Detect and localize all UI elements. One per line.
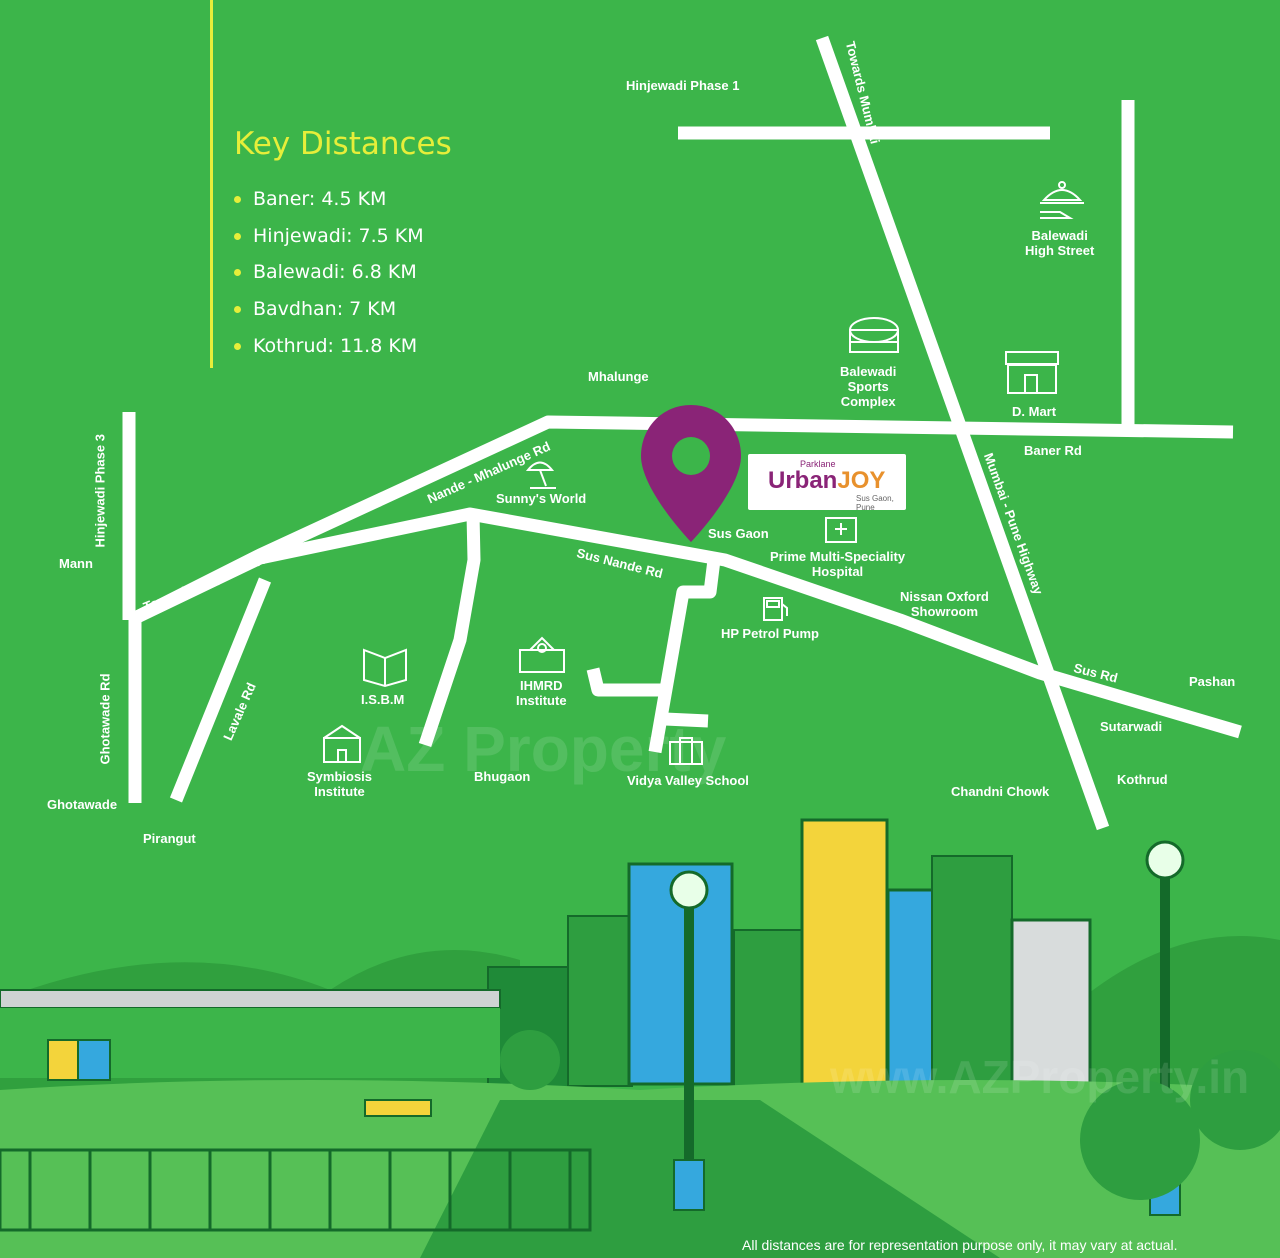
brand-logo: Parklane UrbanJOY Sus Gaon, Pune (748, 454, 906, 512)
list-item: Bavdhan: 7 KM (234, 294, 424, 331)
cloche-icon (1040, 181, 1084, 219)
bullet-icon (234, 196, 241, 203)
label-pirangut: Pirangut (143, 831, 196, 846)
road-vidya (648, 559, 721, 754)
key-distances-divider (210, 0, 213, 368)
lamp-post-1 (669, 870, 709, 1211)
label-pashan: Pashan (1189, 674, 1236, 689)
label-mhalunge: Mhalunge (588, 369, 649, 384)
list-item: Hinjewadi: 7.5 KM (234, 221, 424, 258)
road-branch2 (664, 712, 709, 728)
label-bhugaon: Bhugaon (474, 769, 531, 784)
label-sus-gaon: Sus Gaon (708, 526, 769, 541)
institute-icon (323, 724, 361, 763)
label-dmart: D. Mart (1012, 404, 1057, 419)
label-sutarwadi: Sutarwadi (1100, 719, 1163, 734)
road-branch1 (586, 667, 666, 697)
elevated-track (0, 989, 501, 1009)
school-building-icon (519, 636, 565, 673)
label-hinjewadi-phase1: Hinjewadi Phase 1 (626, 78, 740, 93)
book-icon (363, 648, 407, 688)
label-kothrud: Kothrud (1117, 772, 1168, 787)
road-lavale (169, 577, 272, 803)
tree-1 (1080, 1080, 1200, 1200)
location-pin-icon (641, 405, 741, 542)
fence (0, 1148, 592, 1232)
stadium-icon (849, 317, 899, 353)
building-blue-2 (886, 888, 936, 1092)
school-icon (669, 737, 703, 765)
roads (122, 35, 1242, 831)
bullet-icon (234, 232, 241, 240)
watermark: AZ Property (360, 713, 727, 785)
list-item: Kothrud: 11.8 KM (234, 331, 424, 368)
watermark-url: www.AZProperty.in (830, 1051, 1250, 1103)
fuel-pump-icon (763, 597, 788, 621)
tree-2 (1190, 1050, 1280, 1150)
list-item: Balewadi: 6.8 KM (234, 257, 424, 294)
bullet-icon (234, 269, 241, 277)
label-baner-rd: Baner Rd (1024, 443, 1082, 458)
key-distances-title: Key Distances (234, 126, 452, 162)
store-icon (1005, 351, 1059, 394)
label-sunnys-world: Sunny's World (496, 491, 587, 506)
kiosk-2 (77, 1039, 111, 1081)
label-ghotawade-rd: Ghotawade Rd (97, 673, 113, 765)
label-ghotawade: Ghotawade (47, 797, 118, 812)
disclaimer-note: All distances are for representation pur… (742, 1237, 1178, 1253)
label-chandni-chowk: Chandni Chowk (951, 784, 1050, 799)
label-hp-petrol: HP Petrol Pump (721, 626, 820, 641)
label-mann: Mann (59, 556, 93, 571)
tree-3 (500, 1030, 560, 1090)
road-bhugaon (418, 513, 481, 748)
label-vidya-valley: Vidya Valley School (627, 773, 749, 788)
bench (364, 1099, 432, 1117)
cityscape (0, 818, 1280, 1258)
road-sus-nande (132, 507, 1242, 739)
list-item: Baner: 4.5 KM (234, 184, 424, 221)
building-3 (733, 929, 805, 1091)
label-isbm: I.S.B.M (361, 692, 405, 707)
hospital-icon (825, 517, 857, 543)
building-grey (1010, 918, 1092, 1092)
building-2 (567, 915, 633, 1087)
label-hinjewadi-phase3: Hinjewadi Phase 3 (92, 434, 108, 548)
bullet-icon (234, 306, 241, 314)
icons (323, 181, 1084, 765)
park-path (420, 1100, 1000, 1258)
building-yellow (800, 818, 889, 1092)
key-distances-list: Baner: 4.5 KM Hinjewadi: 7.5 KM Balewadi… (234, 184, 424, 367)
umbrella-icon (525, 461, 556, 489)
bullet-icon (234, 342, 241, 350)
